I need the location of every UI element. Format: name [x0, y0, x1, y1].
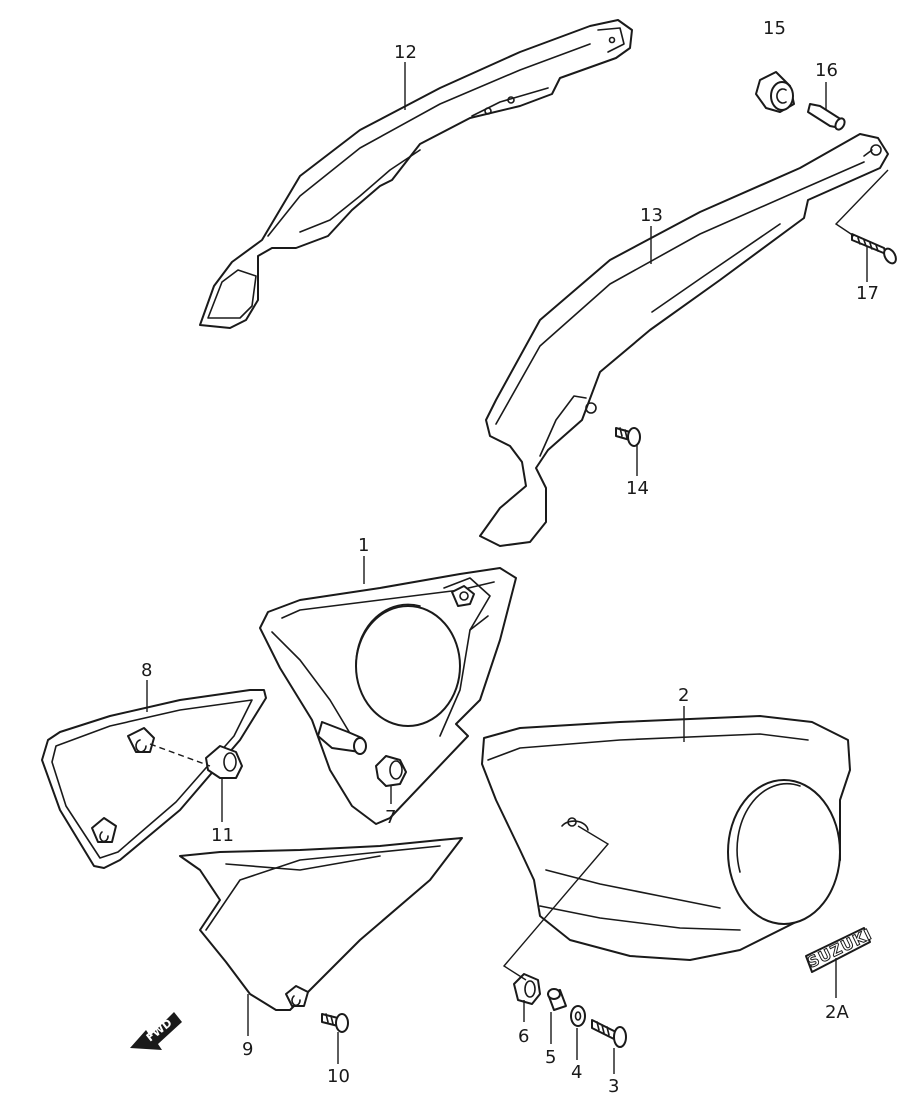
frame-cover-part-12 — [199, 19, 633, 329]
callout-1: 1 — [358, 535, 369, 556]
frame-cover-part-2 — [481, 715, 851, 961]
bolt-part-3 — [591, 1019, 627, 1048]
collar-part-5 — [547, 988, 567, 1011]
emblem-text: SUZUKI — [805, 925, 875, 972]
callout-12: 12 — [394, 42, 417, 63]
grommet-part-6 — [513, 973, 541, 1005]
callout-8: 8 — [141, 660, 152, 681]
frame-cover-part-9 — [179, 837, 463, 1011]
callout-11: 11 — [211, 825, 234, 846]
callout-labels: 12 15 16 13 17 14 1 8 2 11 7 2A 9 6 5 4 … — [141, 18, 879, 1097]
callout-14: 14 — [626, 478, 649, 499]
emblem-part-2A: SUZUKI — [804, 925, 875, 973]
callout-13: 13 — [640, 205, 663, 226]
screw-part-10 — [321, 1013, 349, 1033]
spacer-part-15 — [755, 71, 795, 113]
collar-part-16 — [807, 103, 846, 131]
frame-cover-part-13 — [479, 133, 889, 547]
grommet-part-11 — [205, 745, 243, 779]
callout-2: 2 — [678, 685, 689, 706]
bolt-part-17 — [851, 233, 897, 265]
leader-lines — [146, 62, 889, 1074]
callout-2A: 2A — [825, 1002, 849, 1023]
side-cover-part-8 — [41, 689, 267, 869]
forward-direction-arrow: FWD — [130, 1012, 182, 1050]
callout-15: 15 — [763, 18, 786, 39]
bracket-part-1 — [259, 567, 517, 825]
callout-9: 9 — [242, 1039, 253, 1060]
callout-7: 7 — [385, 807, 396, 828]
screw-part-14 — [615, 427, 641, 447]
callout-4: 4 — [571, 1062, 582, 1083]
callout-16: 16 — [815, 60, 838, 81]
callout-17: 17 — [856, 283, 879, 304]
callout-6: 6 — [518, 1026, 529, 1047]
washer-part-4 — [570, 1005, 586, 1027]
callout-5: 5 — [545, 1047, 556, 1068]
callout-10: 10 — [327, 1066, 350, 1087]
callout-3: 3 — [608, 1076, 619, 1097]
